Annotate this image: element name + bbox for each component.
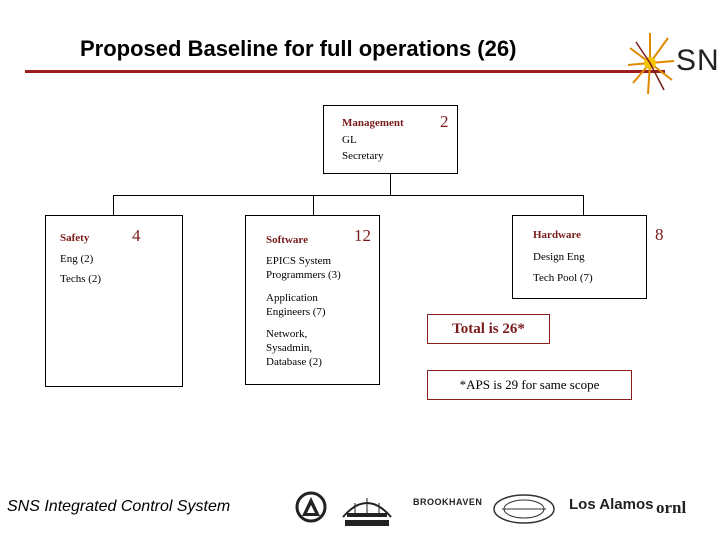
connector-hardware bbox=[583, 195, 584, 215]
safety-line: Techs (2) bbox=[60, 273, 102, 285]
hardware-line: Tech Pool (7) bbox=[533, 272, 593, 284]
los-alamos-logo: Los Alamos bbox=[569, 496, 654, 513]
management-line: Secretary bbox=[342, 150, 384, 162]
hardware-box: Hardware Design Eng Tech Pool (7) bbox=[512, 215, 647, 299]
argonne-logo-icon bbox=[295, 491, 327, 523]
page-title: Proposed Baseline for full operations (2… bbox=[80, 36, 517, 61]
software-line: Application bbox=[266, 292, 318, 304]
software-line: Database (2) bbox=[266, 356, 322, 368]
software-box: Software 12 EPICS System Programmers (3)… bbox=[245, 215, 380, 385]
hardware-heading: Hardware bbox=[533, 229, 582, 241]
connector-horizontal bbox=[113, 195, 583, 196]
total-box: Total is 26* bbox=[427, 314, 550, 344]
software-line: Engineers (7) bbox=[266, 306, 326, 318]
connector-management-down bbox=[390, 173, 391, 195]
ornl-logo: ornl bbox=[656, 498, 687, 517]
management-box: Management 2 GL Secretary bbox=[323, 105, 458, 174]
software-line: Sysadmin, bbox=[266, 342, 313, 354]
title-divider bbox=[25, 70, 665, 73]
software-line: Programmers (3) bbox=[266, 269, 341, 281]
safety-box: Safety 4 Eng (2) Techs (2) bbox=[45, 215, 183, 387]
hardware-count: 8 bbox=[655, 225, 664, 244]
management-heading: Management bbox=[342, 117, 404, 129]
jefferson-lab-logo-icon bbox=[493, 494, 555, 524]
software-heading: Software bbox=[266, 234, 308, 246]
software-line: EPICS System bbox=[266, 255, 332, 267]
sns-logo-text: SNS bbox=[676, 44, 720, 77]
starburst-icon bbox=[627, 33, 675, 95]
safety-heading: Safety bbox=[60, 232, 90, 244]
footer-title: SNS Integrated Control System bbox=[7, 498, 231, 515]
software-count: 12 bbox=[354, 226, 371, 245]
management-line: GL bbox=[342, 134, 357, 146]
sns-logo: SNS bbox=[627, 28, 720, 98]
safety-count: 4 bbox=[132, 226, 141, 245]
aps-note-box: *APS is 29 for same scope bbox=[427, 370, 632, 400]
connector-software bbox=[313, 195, 314, 215]
software-line: Network, bbox=[266, 328, 308, 340]
management-count: 2 bbox=[440, 112, 449, 131]
hardware-line: Design Eng bbox=[533, 251, 585, 263]
berkeley-lab-logo-icon bbox=[342, 498, 392, 526]
connector-safety bbox=[113, 195, 114, 215]
brookhaven-logo: BROOKHAVEN bbox=[413, 497, 483, 507]
safety-line: Eng (2) bbox=[60, 253, 94, 265]
